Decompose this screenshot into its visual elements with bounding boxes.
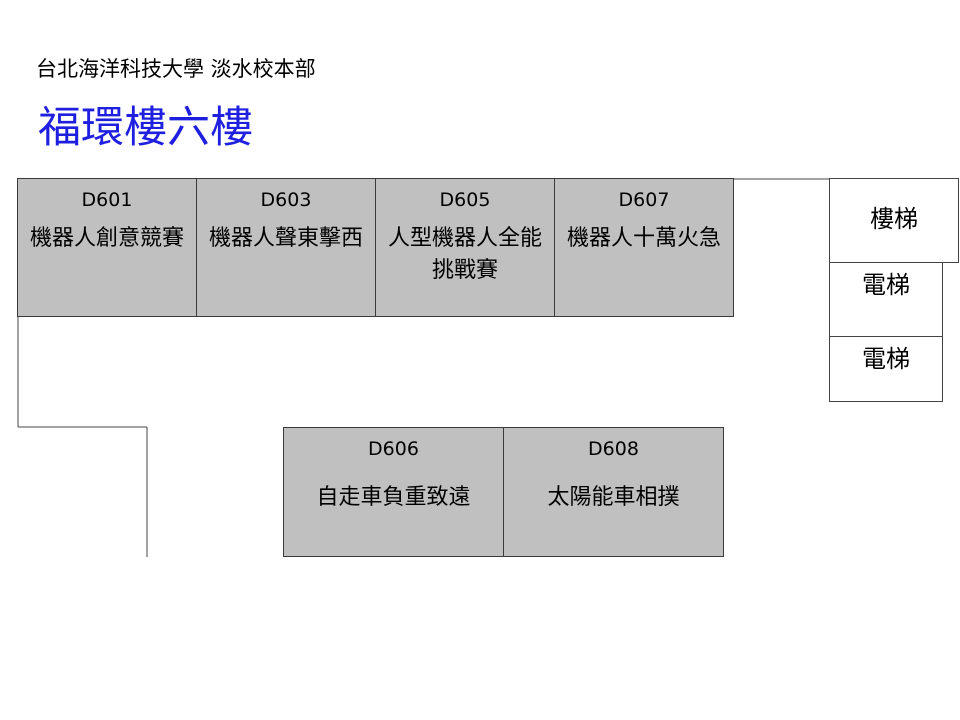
room-event-name: 機器人創意競賽 [29, 226, 184, 251]
room-code: D601 [81, 189, 133, 211]
room-code: D605 [439, 189, 491, 211]
floor-title: 福環樓六樓 [38, 103, 253, 153]
elevator-box-1: 電梯 [829, 262, 943, 337]
room-event-name: 自走車負重致遠 [316, 485, 471, 510]
room-d607[interactable]: D607 機器人十萬火急 [554, 178, 734, 317]
room-event-name: 人型機器人全能挑戰賽 [387, 226, 542, 283]
room-event-name: 機器人十萬火急 [566, 226, 721, 251]
room-d605[interactable]: D605 人型機器人全能挑戰賽 [375, 178, 555, 317]
room-code: D607 [618, 189, 670, 211]
room-d601[interactable]: D601 機器人創意競賽 [17, 178, 197, 317]
room-code: D606 [368, 438, 419, 460]
room-event-name: 機器人聲東擊西 [208, 226, 363, 251]
room-code: D603 [260, 189, 312, 211]
stairs-box: 樓梯 [829, 178, 959, 263]
campus-subtitle: 台北海洋科技大學 淡水校本部 [36, 57, 316, 81]
room-d603[interactable]: D603 機器人聲東擊西 [196, 178, 376, 317]
elevator-box-2: 電梯 [829, 336, 943, 402]
room-d608[interactable]: D608 太陽能車相撲 [503, 427, 724, 557]
room-d606[interactable]: D606 自走車負重致遠 [283, 427, 504, 557]
room-code: D608 [588, 438, 639, 460]
room-event-name: 太陽能車相撲 [547, 485, 680, 510]
